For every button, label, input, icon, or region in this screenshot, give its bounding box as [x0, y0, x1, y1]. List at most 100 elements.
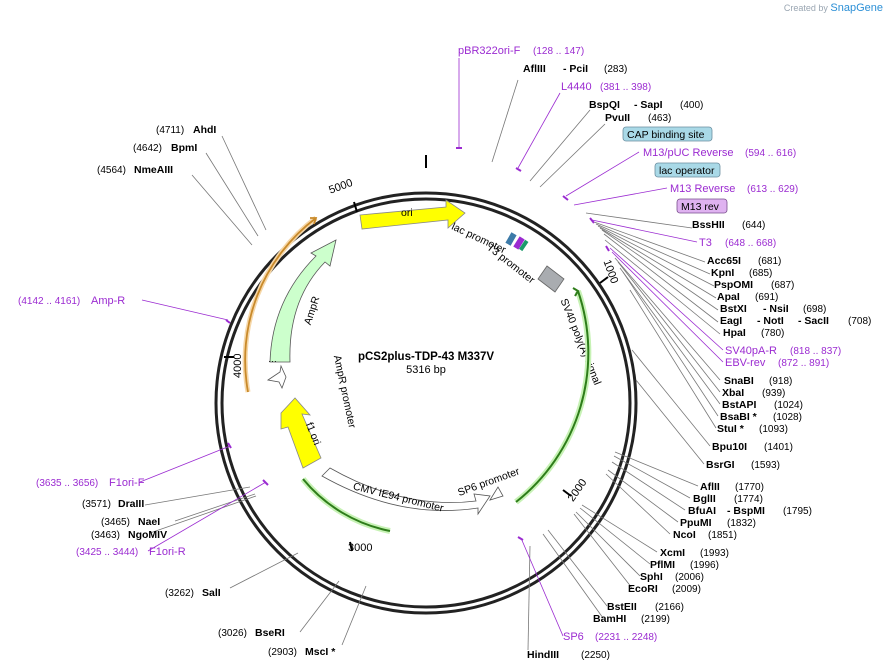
l4440-name[interactable]: L4440: [561, 81, 592, 93]
ampr-promoter-arrow: [266, 364, 287, 390]
sali-name[interactable]: SalI: [202, 587, 221, 599]
lac-operator-label[interactable]: lac operator: [659, 165, 715, 177]
bamhi-name[interactable]: BamHI: [593, 613, 626, 625]
msci-name[interactable]: MscI *: [305, 646, 336, 658]
xcmi-name[interactable]: XcmI: [660, 547, 685, 559]
bspmi-name[interactable]: - BspMI: [727, 505, 765, 517]
top-site-labels: pBR322ori-F (128 .. 147) AflIII - PciI (…: [458, 45, 703, 124]
insert-arc-head: [572, 287, 580, 297]
m13puc-name[interactable]: M13/pUC Reverse: [643, 147, 733, 159]
primer-marks: [225, 147, 610, 541]
pspomi-pos: (687): [771, 280, 794, 291]
primer-connector-lines: [139, 58, 724, 637]
xbai-pos: (939): [762, 388, 785, 399]
right-site-labels: CAP binding site M13/pUC Reverse (594 ..…: [527, 126, 871, 661]
hindiii-name[interactable]: HindIII: [527, 649, 559, 661]
m13rev-name[interactable]: M13 Reverse: [670, 183, 735, 195]
sapi-name[interactable]: - SapI: [634, 99, 663, 111]
sp6-pos: (2231 .. 2248): [595, 632, 657, 643]
ecori-pos: (2009): [672, 584, 701, 595]
cap-site-label[interactable]: CAP binding site: [627, 129, 705, 141]
pbr322ori-f-name[interactable]: pBR322ori-F: [458, 45, 521, 57]
bsshii-name[interactable]: BssHII: [692, 219, 725, 231]
bglii-name[interactable]: BglII: [693, 493, 716, 505]
sp6-promoter-label: SP6 promoter: [456, 465, 521, 499]
cap-site-box: [622, 126, 713, 142]
bspqi-name[interactable]: BspQI: [589, 99, 620, 111]
m13rev-pos: (613 .. 629): [747, 184, 798, 195]
bstxi-name[interactable]: BstXI: [720, 303, 747, 315]
m13rev-box: [676, 198, 728, 214]
insert-arc: [515, 290, 590, 503]
eagi-name[interactable]: EagI: [720, 315, 742, 327]
xcmi-pos: (1993): [700, 548, 729, 559]
stui-pos: (1093): [759, 424, 788, 435]
left-site-labels: (4711) AhdI (4642) BpmI (4564) NmeAIII (…: [18, 124, 336, 658]
ppumi-name[interactable]: PpuMI: [680, 517, 712, 529]
draiii-name[interactable]: DraIII: [118, 498, 144, 510]
f1ori-r-pos: (3425 .. 3444): [76, 547, 138, 558]
ahdi-name[interactable]: AhdI: [193, 124, 216, 136]
nsii-name[interactable]: - NsiI: [763, 303, 789, 315]
ampr-arrow: [269, 239, 337, 363]
t3-pos: (648 .. 668): [725, 238, 776, 249]
sv40pa-r-name[interactable]: SV40pA-R: [725, 345, 777, 357]
f1-ori-arrow: [280, 397, 322, 469]
stui-name[interactable]: StuI *: [717, 423, 745, 435]
bsteii-name[interactable]: BstEII: [607, 601, 637, 613]
pvuii-name[interactable]: PvuII: [605, 112, 630, 124]
bstxi-pos: (698): [803, 304, 826, 315]
ebv-rev-name[interactable]: EBV-rev: [725, 357, 766, 369]
bstapi-name[interactable]: BstAPI: [722, 399, 757, 411]
ppumi-pos: (1832): [727, 518, 756, 529]
apai-name[interactable]: ApaI: [717, 291, 740, 303]
bpu10i-name[interactable]: Bpu10I: [712, 441, 747, 453]
nmeaiii-name[interactable]: NmeAIII: [134, 164, 173, 176]
tick-3000-mark: [349, 541, 353, 552]
pflmi-name[interactable]: PflMI: [650, 559, 675, 571]
apai-pos: (691): [755, 292, 778, 303]
bstapi-pos: (1024): [774, 400, 803, 411]
f1ori-f-name[interactable]: F1ori-F: [109, 477, 145, 489]
pflmi-pos: (1996): [690, 560, 719, 571]
bfuai-name[interactable]: BfuAI: [688, 505, 716, 517]
afliii-name[interactable]: AflIII: [523, 63, 546, 75]
sv40-polya-label: SV40 poly(A) signal: [558, 297, 604, 387]
naei-name[interactable]: NaeI: [138, 516, 160, 528]
bseri-name[interactable]: BseRI: [255, 627, 285, 639]
snabi-name[interactable]: SnaBI: [724, 375, 754, 387]
t3-name[interactable]: T3: [699, 237, 712, 249]
ori-label: ori: [401, 207, 413, 219]
sphi-name[interactable]: SphI: [640, 571, 663, 583]
noti-name[interactable]: - NotI: [757, 315, 784, 327]
sv40-polya-box: [537, 265, 565, 293]
ecori-name[interactable]: EcoRI: [628, 583, 658, 595]
t3-mark: [518, 239, 529, 252]
aflii-name[interactable]: AflII: [700, 481, 720, 493]
f1ori-r-name[interactable]: F1ori-R: [149, 546, 186, 558]
xbai-name[interactable]: XbaI: [722, 387, 744, 399]
plasmid-size: 5316 bp: [406, 364, 446, 376]
pspomi-name[interactable]: PspOMI: [714, 279, 753, 291]
tick-5000: 5000: [327, 177, 354, 197]
sacii-name[interactable]: - SacII: [798, 315, 829, 327]
ngomiv-name[interactable]: NgoMIV: [128, 529, 167, 541]
bsabi-name[interactable]: BsaBI *: [720, 411, 758, 423]
ampr-primer-name[interactable]: Amp-R: [91, 295, 125, 307]
snapgene-brand: SnapGene: [830, 2, 883, 14]
ncoi-name[interactable]: NcoI: [673, 529, 696, 541]
cmv-promoter-arrow: [321, 467, 491, 516]
hpai-name[interactable]: HpaI: [723, 327, 746, 339]
nmeaiii-pos: (4564): [97, 165, 126, 176]
kpni-name[interactable]: KpnI: [711, 267, 734, 279]
sp6-name[interactable]: SP6: [563, 631, 584, 643]
credit-prefix: Created by: [783, 3, 828, 13]
bpmi-name[interactable]: BpmI: [171, 142, 197, 154]
bsrgi-name[interactable]: BsrGI: [706, 459, 735, 471]
bsteii-pos: (2166): [655, 602, 684, 613]
acc65i-name[interactable]: Acc65I: [707, 255, 741, 267]
snapgene-credit: Created by SnapGene: [784, 2, 883, 14]
pcii-name[interactable]: - PciI: [563, 63, 588, 75]
m13rev-box-label[interactable]: M13 rev: [681, 201, 720, 213]
